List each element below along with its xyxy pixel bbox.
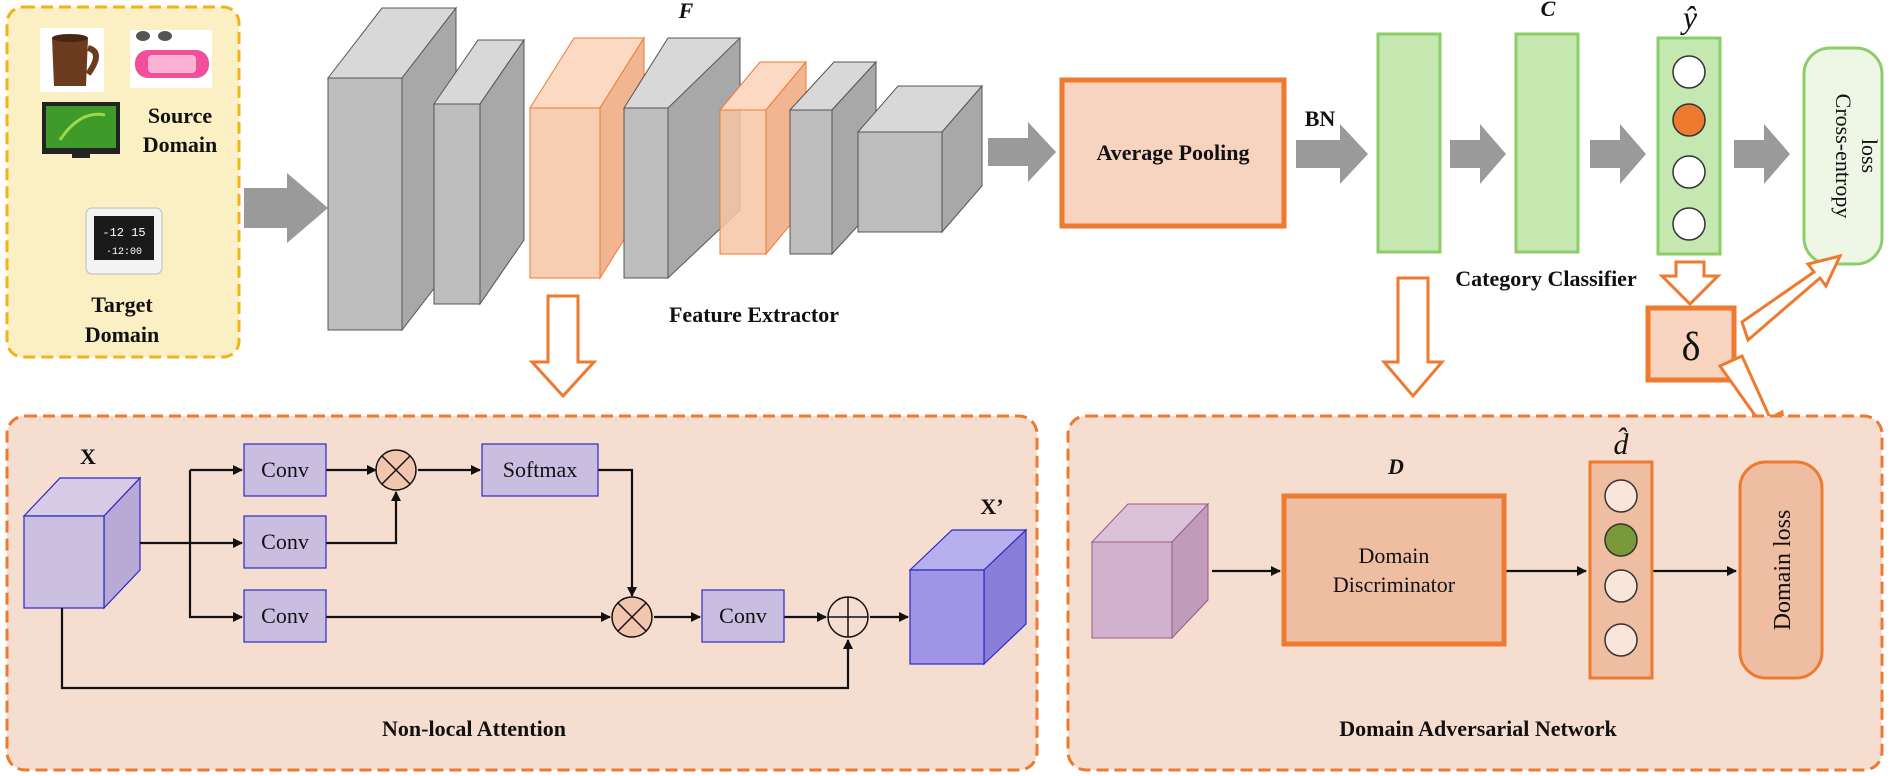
conv-label-4: Conv bbox=[719, 603, 767, 628]
label-F: F bbox=[678, 0, 694, 23]
delta-symbol: δ bbox=[1682, 324, 1701, 369]
x-prime-label: X’ bbox=[980, 494, 1003, 519]
conv-box-4: Conv bbox=[701, 589, 785, 643]
feature-extractor-blocks bbox=[326, 6, 984, 332]
conv-label-1: Conv bbox=[261, 457, 309, 482]
label-D: D bbox=[1387, 454, 1404, 479]
domain-input-panel: -12 15 ·12:00 Source Domain Target Domai… bbox=[5, 5, 241, 359]
cross-entropy-arrow bbox=[1734, 124, 1790, 184]
softmax-box: Softmax bbox=[481, 443, 599, 497]
domain-discriminator-box: Domain Discriminator bbox=[1281, 493, 1507, 647]
input-arrow bbox=[244, 173, 328, 243]
non-local-attention-label: Non-local Attention bbox=[382, 716, 566, 741]
alarm-clock-icon bbox=[130, 30, 212, 88]
cross-entropy-label-1: Cross-entropy bbox=[1831, 94, 1856, 219]
multiply-operator-2 bbox=[611, 596, 653, 638]
target-domain-label-2: Domain bbox=[85, 322, 160, 347]
target-domain-label-1: Target bbox=[91, 292, 153, 317]
x-label: X bbox=[80, 444, 96, 469]
x-input-cube bbox=[22, 476, 142, 610]
mug-icon bbox=[40, 28, 104, 92]
delta-box: δ bbox=[1645, 305, 1737, 383]
cross-entropy-loss: Cross-entropy loss bbox=[1802, 46, 1884, 266]
bn-to-domain-arrow bbox=[1380, 276, 1446, 399]
digital-clock-icon: -12 15 ·12:00 bbox=[85, 207, 163, 275]
domain-discriminator-label-1: Domain bbox=[1359, 543, 1430, 568]
source-domain-label-1: Source bbox=[148, 103, 213, 128]
source-domain-label-2: Domain bbox=[143, 132, 218, 157]
svg-text:-12 15: -12 15 bbox=[102, 226, 145, 240]
monitor-icon bbox=[42, 102, 120, 158]
y-hat-label: ŷ bbox=[1680, 0, 1698, 35]
y-to-delta-arrow bbox=[1658, 260, 1722, 307]
domain-loss-box: Domain loss bbox=[1738, 460, 1824, 680]
x-prime-output-cube bbox=[908, 528, 1028, 666]
feature-to-attention-arrow bbox=[528, 294, 598, 399]
conv-label-3: Conv bbox=[261, 603, 309, 628]
add-operator bbox=[827, 596, 869, 638]
bn-label: BN bbox=[1305, 106, 1336, 131]
domain-adversarial-panel: D Domain Discriminator d̂ Domain loss Do… bbox=[1066, 414, 1884, 772]
cross-entropy-label-2: loss bbox=[1857, 139, 1882, 173]
bn-arrow bbox=[1296, 124, 1368, 184]
pooling-arrow bbox=[988, 122, 1056, 182]
svg-text:·12:00: ·12:00 bbox=[106, 247, 142, 258]
feature-cube bbox=[1090, 502, 1210, 640]
label-C: C bbox=[1541, 0, 1556, 21]
average-pooling-label: Average Pooling bbox=[1097, 140, 1250, 165]
domain-adversarial-network-label: Domain Adversarial Network bbox=[1339, 716, 1617, 741]
conv-box-3: Conv bbox=[243, 589, 327, 643]
average-pooling-box: Average Pooling bbox=[1059, 77, 1287, 229]
d-hat-output bbox=[1588, 460, 1654, 680]
y-hat-output bbox=[1656, 36, 1722, 256]
d-hat-label: d̂ bbox=[1614, 427, 1630, 461]
conv-box-2: Conv bbox=[243, 515, 327, 569]
category-classifier bbox=[1376, 32, 1646, 254]
softmax-label: Softmax bbox=[503, 457, 578, 482]
category-classifier-label: Category Classifier bbox=[1455, 266, 1637, 291]
conv-label-2: Conv bbox=[261, 529, 309, 554]
domain-discriminator-label-2: Discriminator bbox=[1333, 572, 1456, 597]
non-local-attention-panel: X Conv Conv Conv bbox=[5, 414, 1039, 772]
conv-box-1: Conv bbox=[243, 443, 327, 497]
attention-connectors bbox=[60, 465, 909, 690]
multiply-operator-1 bbox=[375, 449, 417, 491]
delta-to-cross-entropy-arrow bbox=[1740, 253, 1843, 343]
domain-loss-label: Domain loss bbox=[1770, 510, 1796, 631]
feature-extractor-label: Feature Extractor bbox=[669, 302, 839, 327]
